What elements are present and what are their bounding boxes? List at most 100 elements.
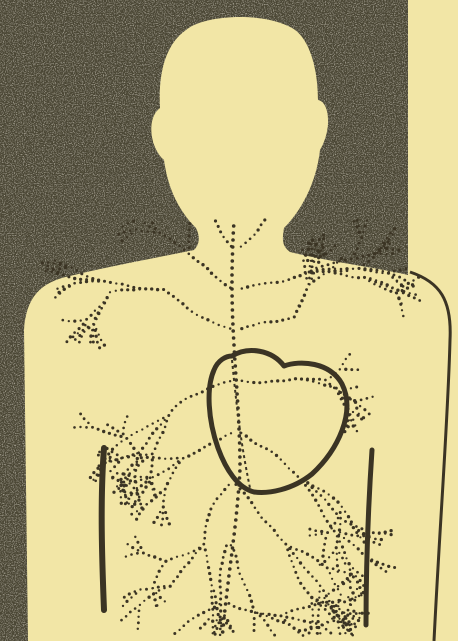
vessel-dot bbox=[144, 288, 147, 291]
vessel-dot bbox=[339, 531, 341, 533]
vessel-dot bbox=[337, 517, 340, 520]
vessel-dot bbox=[130, 553, 133, 556]
vessel-dot bbox=[151, 464, 154, 467]
vessel-dot bbox=[120, 496, 122, 498]
vessel-dot bbox=[341, 581, 344, 584]
vessel-dot bbox=[378, 249, 381, 252]
vessel-dot bbox=[175, 466, 178, 469]
vessel-dot bbox=[338, 552, 340, 554]
vessel-dot bbox=[323, 273, 325, 275]
vessel-dot bbox=[389, 290, 392, 293]
vessel-dot bbox=[95, 335, 98, 338]
vessel-dot bbox=[224, 283, 227, 286]
vessel-dot bbox=[117, 479, 120, 482]
vessel-dot bbox=[77, 332, 79, 334]
vessel-dot bbox=[122, 481, 125, 484]
vessel-dot bbox=[247, 496, 250, 499]
vessel-dot bbox=[355, 612, 358, 615]
vessel-dot bbox=[99, 468, 101, 470]
vessel-dot bbox=[303, 265, 306, 268]
vessel-dot bbox=[222, 616, 226, 620]
vessel-dot bbox=[315, 600, 317, 602]
vessel-dot bbox=[366, 219, 368, 221]
vessel-dot bbox=[336, 553, 338, 555]
vessel-dot bbox=[144, 480, 147, 483]
vessel-dot bbox=[326, 621, 328, 623]
vessel-dot bbox=[246, 285, 249, 288]
vessel-dot bbox=[393, 274, 396, 277]
vessel-dot bbox=[246, 589, 248, 591]
vessel-dot bbox=[91, 280, 94, 283]
vessel-dot bbox=[234, 518, 238, 522]
vessel-dot bbox=[217, 324, 219, 326]
vessel-dot bbox=[288, 623, 291, 626]
vessel-dot bbox=[158, 231, 161, 234]
vessel-dot bbox=[113, 465, 116, 468]
vessel-dot bbox=[138, 496, 141, 499]
vessel-dot bbox=[193, 452, 196, 455]
vessel-dot bbox=[231, 546, 235, 550]
vessel-dot bbox=[230, 432, 232, 434]
vessel-dot bbox=[316, 559, 319, 562]
vessel-dot bbox=[366, 612, 369, 615]
vessel-dot bbox=[153, 599, 155, 601]
vessel-dot bbox=[163, 587, 166, 590]
vessel-dot bbox=[309, 621, 312, 624]
vessel-dot bbox=[297, 631, 300, 634]
vessel-dot bbox=[161, 518, 164, 521]
vessel-dot bbox=[338, 528, 341, 531]
vessel-dot bbox=[136, 487, 138, 489]
vessel-dot bbox=[340, 273, 343, 276]
vessel-dot bbox=[217, 225, 220, 228]
vessel-dot bbox=[321, 563, 324, 566]
vessel-dot bbox=[120, 457, 123, 460]
vessel-dot bbox=[399, 269, 402, 272]
vessel-dot bbox=[366, 530, 369, 533]
vessel-dot bbox=[98, 333, 100, 335]
vessel-dot bbox=[173, 632, 176, 635]
vessel-dot bbox=[228, 567, 232, 571]
vessel-dot bbox=[135, 592, 138, 595]
vessel-dot bbox=[238, 607, 241, 610]
vessel-dot bbox=[100, 307, 103, 310]
vessel-dot bbox=[251, 605, 254, 608]
vessel-dot bbox=[358, 617, 360, 619]
vessel-dot bbox=[351, 617, 354, 620]
vessel-dot bbox=[335, 546, 338, 549]
vessel-dot bbox=[341, 506, 343, 508]
vessel-dot bbox=[385, 253, 387, 255]
vessel-dot bbox=[132, 220, 135, 223]
vessel-dot bbox=[305, 277, 308, 280]
vessel-dot bbox=[326, 531, 329, 534]
vessel-dot bbox=[389, 529, 392, 532]
vessel-dot bbox=[341, 624, 344, 627]
vessel-dot bbox=[344, 622, 346, 624]
vessel-dot bbox=[352, 268, 354, 270]
vessel-dot bbox=[364, 613, 367, 616]
vessel-dot bbox=[198, 449, 201, 452]
vessel-dot bbox=[321, 554, 324, 557]
vessel-dot bbox=[137, 498, 140, 501]
vessel-dot bbox=[172, 580, 175, 583]
vessel-dot bbox=[158, 457, 161, 460]
vessel-dot bbox=[313, 272, 316, 275]
vessel-dot bbox=[356, 588, 358, 590]
vessel-dot bbox=[126, 437, 128, 439]
vessel-dot bbox=[253, 623, 256, 626]
vessel-dot bbox=[162, 288, 165, 291]
vessel-dot bbox=[316, 250, 319, 253]
vessel-dot bbox=[225, 544, 228, 547]
vessel-dot bbox=[217, 613, 220, 616]
vessel-dot bbox=[356, 414, 359, 417]
vessel-dot bbox=[346, 269, 349, 272]
vessel-dot bbox=[139, 604, 141, 606]
left-trunk-outline bbox=[102, 448, 104, 610]
vessel-dot bbox=[359, 405, 361, 407]
vessel-dot bbox=[336, 261, 338, 263]
vessel-dot bbox=[70, 266, 72, 268]
vessel-dot bbox=[311, 248, 314, 251]
vessel-dot bbox=[215, 601, 218, 604]
vessel-dot bbox=[322, 268, 325, 271]
vessel-dot bbox=[378, 543, 381, 546]
vessel-dot bbox=[83, 331, 85, 333]
